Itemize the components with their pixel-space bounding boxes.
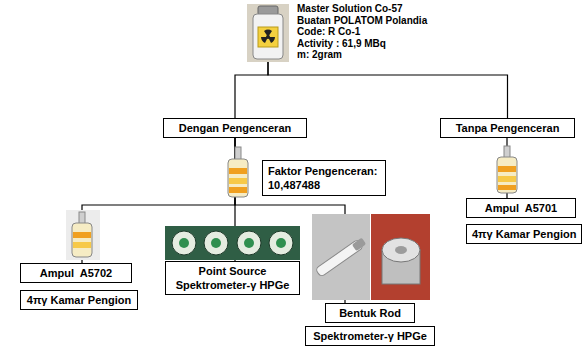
ampoule-stripe bbox=[229, 178, 247, 184]
process-box: Spektrometer-γ HPGe bbox=[305, 326, 435, 346]
ampoule-stripe bbox=[229, 187, 247, 193]
ampoule-a5702 bbox=[66, 210, 100, 260]
process-box: Point SourceSpektrometer-γ HPGe bbox=[165, 261, 300, 295]
source-spot bbox=[179, 238, 189, 248]
ampoule-body bbox=[72, 223, 92, 257]
process-box: Ampul A5701 bbox=[466, 198, 576, 218]
point-source-photo bbox=[165, 226, 300, 260]
diluted-ampoule bbox=[228, 147, 248, 197]
connector-line bbox=[268, 61, 508, 118]
node-text: Spektrometer-γ HPGe bbox=[171, 278, 294, 292]
node-text: Faktor Pengenceran: 10,487488 bbox=[268, 164, 380, 192]
node-text: Master Solution Co-57 bbox=[297, 3, 443, 15]
connector-line bbox=[235, 61, 268, 118]
source-spot bbox=[211, 238, 221, 248]
node-text: Point Source bbox=[171, 264, 294, 278]
node-text: Ampul A5701 bbox=[472, 201, 570, 215]
photo-ground bbox=[247, 4, 289, 62]
process-box: Dengan Pengenceran bbox=[163, 118, 307, 138]
node-text: Activity : 61,9 MBq bbox=[297, 38, 443, 50]
connector-line bbox=[82, 138, 235, 263]
process-box: 4πγ Kamar Pengion bbox=[20, 290, 138, 310]
process-box: 4πγ Kamar Pengion bbox=[466, 224, 582, 244]
master-bottle bbox=[247, 4, 289, 62]
ampoule-stripe bbox=[498, 185, 516, 190]
ampoule-stripe bbox=[498, 166, 516, 172]
source-info: Master Solution Co-57Buatan POLATOM Pola… bbox=[243, 3, 443, 61]
node-text: 4πγ Kamar Pengion bbox=[472, 227, 576, 241]
process-box: Tanpa Pengenceran bbox=[440, 118, 575, 138]
cap-top bbox=[382, 238, 420, 262]
photo-ground bbox=[371, 214, 430, 300]
rod-photo bbox=[312, 214, 370, 300]
ampoule-a5701 bbox=[497, 146, 517, 193]
photo-ground bbox=[312, 214, 370, 300]
trefoil-blade bbox=[264, 30, 272, 37]
process-box: Bentuk Rod bbox=[325, 303, 415, 323]
source-spot bbox=[244, 238, 254, 248]
node-text: 4πγ Kamar Pengion bbox=[26, 293, 132, 307]
node-text: Tanpa Pengenceran bbox=[446, 121, 569, 135]
warning-label bbox=[258, 27, 278, 47]
trefoil-blade bbox=[268, 37, 275, 43]
ampoule-neck bbox=[235, 147, 241, 160]
ampoule-neck bbox=[504, 146, 510, 158]
photo-ground bbox=[165, 226, 300, 260]
ampoule-body bbox=[228, 159, 248, 197]
cap-hole bbox=[395, 246, 407, 254]
node-text: Spektrometer-γ HPGe bbox=[311, 329, 429, 343]
rod-tip bbox=[352, 238, 366, 251]
source-disc bbox=[172, 231, 196, 255]
ampoule-stripe bbox=[229, 168, 247, 174]
source-spot bbox=[276, 238, 286, 248]
ampoule-stripe bbox=[73, 242, 91, 248]
bottle-body bbox=[253, 14, 283, 59]
node-text: Buatan POLATOM Polandia bbox=[297, 15, 443, 27]
source-disc bbox=[269, 231, 293, 255]
source-disc bbox=[237, 231, 261, 255]
rod-cap-photo bbox=[371, 214, 430, 300]
node-text: m: 2gram bbox=[297, 49, 443, 61]
photo-ground bbox=[66, 210, 100, 260]
node-text: Bentuk Rod bbox=[331, 306, 409, 320]
process-box: Ampul A5702 bbox=[20, 263, 132, 283]
ampoule-stripe bbox=[498, 176, 516, 182]
node-text: Ampul A5702 bbox=[26, 266, 126, 280]
process-box: Faktor Pengenceran: 10,487488 bbox=[262, 160, 386, 196]
source-disc bbox=[204, 231, 228, 255]
node-text: Code: R Co-1 bbox=[297, 26, 443, 38]
trefoil-blade bbox=[261, 37, 268, 43]
ampoule-body bbox=[497, 157, 517, 193]
node-text: Dengan Pengenceran bbox=[169, 121, 301, 135]
ampoule-stripe bbox=[73, 232, 91, 238]
ampoule-neck bbox=[79, 212, 85, 224]
